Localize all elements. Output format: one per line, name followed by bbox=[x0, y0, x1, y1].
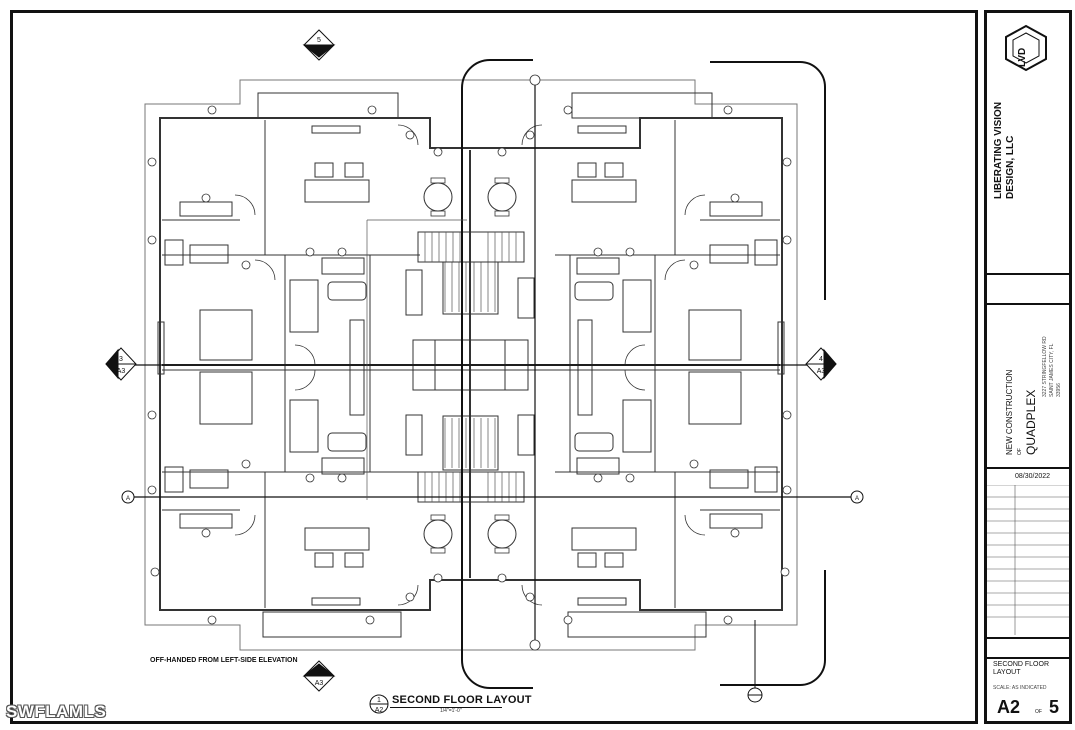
tag-bottom-num: 5 bbox=[317, 668, 321, 675]
exterior-wall-outer bbox=[144, 79, 798, 651]
exterior-wall bbox=[159, 117, 783, 611]
project-line-2: OF bbox=[1017, 448, 1023, 455]
drawing-title: SECOND FLOOR LAYOUT bbox=[392, 694, 532, 706]
dining-table bbox=[423, 182, 453, 212]
project-name: QUADPLEX bbox=[1024, 389, 1038, 455]
drawing-tag-sheet: A2 bbox=[375, 707, 384, 714]
sheet-scale: SCALE: AS INDICATED bbox=[993, 685, 1047, 691]
tag-left-num: 3 bbox=[119, 356, 123, 363]
project-address-3: 33956 bbox=[1056, 383, 1062, 397]
sheet-total: 5 bbox=[1049, 697, 1060, 717]
tag-a-left: A bbox=[126, 496, 130, 502]
bed bbox=[199, 309, 253, 361]
balcony-bottom-left bbox=[262, 611, 402, 638]
lvd-logo-icon bbox=[1005, 24, 1047, 72]
title-underline bbox=[390, 707, 502, 708]
project-line-1: NEW CONSTRUCTION bbox=[1005, 369, 1014, 455]
drawing-scale: 1/4"=1'-0" bbox=[440, 708, 462, 714]
tag-right-num: 4 bbox=[819, 356, 823, 363]
stair-bottom bbox=[417, 471, 525, 503]
tb-spacer bbox=[987, 275, 1069, 305]
offhand-note: OFF-HANDED FROM LEFT-SIDE ELEVATION bbox=[150, 657, 298, 664]
mls-watermark: SWFLAMLS bbox=[6, 702, 107, 721]
revision-section: 08/30/2022 bbox=[987, 469, 1069, 639]
plan-border bbox=[10, 10, 978, 724]
sheet-title-2: LAYOUT bbox=[993, 669, 1021, 676]
revision-date: 08/30/2022 bbox=[1015, 473, 1051, 480]
project-section: NEW CONSTRUCTION OF QUADPLEX 3227 STRING… bbox=[987, 305, 1069, 469]
tb-spacer-2 bbox=[987, 639, 1069, 659]
firm-section: LVD LIBERATING VISION DESIGN, LLC bbox=[987, 13, 1069, 275]
balcony-top-right bbox=[571, 92, 713, 119]
tag-top-num: 5 bbox=[317, 37, 321, 44]
section-tags bbox=[105, 29, 864, 714]
drawing-tag-num: 1 bbox=[377, 697, 381, 704]
tag-a-right: A bbox=[855, 496, 859, 502]
balcony-bottom-right bbox=[567, 611, 707, 638]
logo-text: LVD bbox=[1017, 47, 1028, 67]
project-address-2: SAINT JAMES CITY, FL bbox=[1049, 343, 1055, 397]
firm-name-2: DESIGN, LLC bbox=[1005, 135, 1016, 199]
revision-grid bbox=[987, 485, 1069, 635]
sofa bbox=[304, 162, 637, 568]
balcony-top-left bbox=[257, 92, 399, 119]
tag-top-sheet: A3 bbox=[315, 49, 324, 56]
sheet-number: A2 bbox=[997, 697, 1021, 717]
porch-outline bbox=[461, 59, 533, 689]
tag-right-sheet: A3 bbox=[817, 368, 826, 375]
title-block: LVD LIBERATING VISION DESIGN, LLC NEW CO… bbox=[984, 10, 1072, 724]
sheet-of: OF bbox=[1035, 709, 1042, 715]
project-address-1: 3227 STRINGFELLOW RD bbox=[1042, 336, 1048, 397]
sheet-info: SECOND FLOOR LAYOUT SCALE: AS INDICATED … bbox=[987, 659, 1069, 721]
tag-bottom-sheet: A3 bbox=[315, 680, 324, 687]
tag-left-sheet: A3 bbox=[117, 368, 126, 375]
sheet-title-1: SECOND FLOOR bbox=[993, 661, 1050, 668]
firm-name-1: LIBERATING VISION bbox=[993, 101, 1004, 199]
